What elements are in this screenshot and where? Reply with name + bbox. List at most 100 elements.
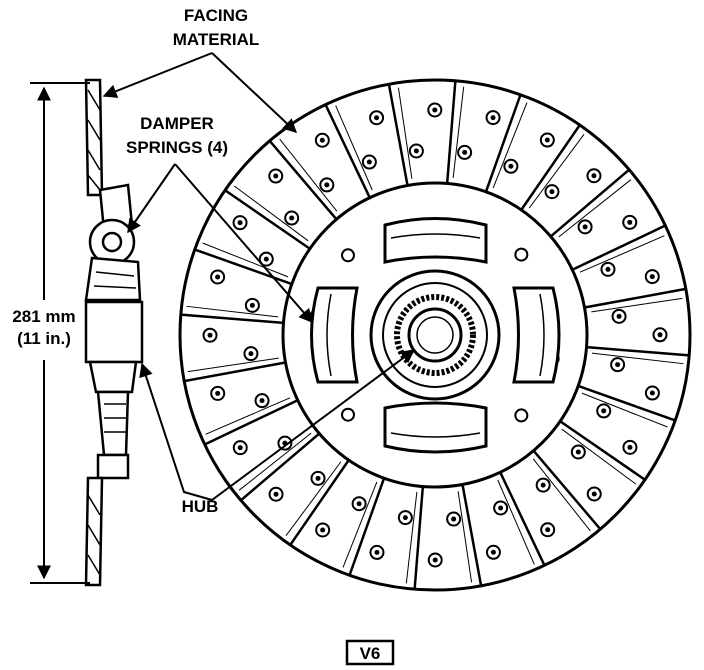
facing-segment-shade — [452, 86, 465, 179]
plate-hole — [514, 247, 529, 262]
facing-segment-divider — [289, 459, 350, 546]
rivet-center — [237, 445, 243, 451]
leader-lines — [102, 52, 416, 501]
side-facing-upper — [84, 78, 104, 197]
rivet-center — [462, 149, 468, 155]
facing-segment-shade — [405, 491, 418, 584]
rivet-center — [582, 224, 588, 230]
facing-segment-divider — [499, 471, 546, 566]
rivet-center — [237, 220, 243, 226]
facing-segment-divider — [532, 449, 602, 530]
facing-segment-divider — [194, 248, 293, 286]
rivet-center — [315, 475, 321, 481]
rivet-center — [615, 362, 621, 368]
facing-segment-divider — [577, 384, 676, 422]
facing-segment-divider — [268, 140, 338, 221]
rivet-center — [549, 189, 555, 195]
rivet-center — [259, 398, 265, 404]
rivet-center — [324, 182, 330, 188]
hub-label: HUB — [182, 497, 219, 516]
side-plate-lower — [96, 390, 130, 457]
rivet-center — [627, 219, 633, 225]
rivet-center — [215, 390, 221, 396]
facing-segment-divider — [413, 486, 425, 590]
rivet-center — [432, 107, 438, 113]
rivet-center — [627, 444, 633, 450]
facing-segment-shade — [497, 479, 535, 565]
facing-segment-shade — [285, 461, 342, 537]
facing-segment-divider — [520, 124, 581, 211]
rivet-center — [320, 527, 326, 533]
rivet-center — [657, 332, 663, 338]
leader-damper-front — [174, 163, 313, 324]
rivet-center — [540, 482, 546, 488]
rivet-center — [215, 274, 221, 280]
facing-segments — [180, 80, 690, 590]
rivet-center — [356, 501, 362, 507]
facing-segment-divider — [549, 168, 630, 238]
facing-segment-shade — [335, 105, 373, 191]
rivet-center — [319, 137, 325, 143]
damper-spring-top — [383, 217, 488, 264]
rivet-center — [413, 148, 419, 154]
clutch-disc-side-view — [84, 78, 144, 587]
damper-spring-bottom — [383, 401, 488, 454]
leader-hub-front — [211, 349, 416, 501]
v6-badge-text: V6 — [360, 644, 381, 663]
facing-segment-shade — [492, 102, 528, 189]
facing-segment-divider — [387, 83, 409, 186]
diameter-mm-label: 281 mm — [12, 307, 75, 326]
facing-segment-shade — [558, 179, 632, 238]
side-hub — [84, 300, 144, 364]
damper-springs-label-line2: SPRINGS (4) — [126, 138, 228, 157]
facing-material-label-line2: MATERIAL — [173, 30, 260, 49]
facing-segment-divider — [559, 420, 646, 481]
facing-segment-shade — [561, 428, 637, 485]
rivet-center — [591, 173, 597, 179]
facing-segment-shade — [279, 138, 338, 212]
facing-segment-divider — [180, 313, 284, 325]
rivet-center — [248, 351, 254, 357]
rivet-center — [402, 515, 408, 521]
rivet-center — [616, 313, 622, 319]
plate-hole — [514, 408, 529, 423]
rivet-center — [601, 408, 607, 414]
rivet-center — [207, 332, 213, 338]
facing-segment-divider — [204, 399, 299, 446]
plate-hole — [340, 407, 355, 422]
facing-segment-shade — [532, 458, 591, 532]
facing-segment-divider — [324, 104, 371, 199]
facing-segment-shade — [528, 133, 585, 209]
facing-segment-divider — [571, 224, 666, 271]
damper-spring-right — [512, 286, 561, 384]
facing-segment-shade — [397, 87, 413, 179]
rivet-center — [544, 137, 550, 143]
facing-segment-shade — [591, 297, 683, 313]
rivet-center — [575, 449, 581, 455]
facing-segment-shade — [238, 432, 312, 491]
rivet-center — [432, 557, 438, 563]
rivet-center — [249, 302, 255, 308]
facing-rivets — [202, 102, 668, 568]
clutch-disc-front-view — [178, 78, 692, 592]
leader-facing-side — [102, 52, 213, 98]
facing-segment-divider — [183, 361, 286, 383]
rivet-center — [490, 549, 496, 555]
facing-material-label-line1: FACING — [184, 6, 248, 25]
facing-segment-shade — [457, 491, 473, 583]
facing-segment-divider — [584, 287, 687, 309]
facing-segment-divider — [445, 80, 457, 184]
rivet-center — [289, 215, 295, 221]
rivet-center — [366, 159, 372, 165]
facing-segment-divider — [461, 484, 483, 587]
facing-segment-shade — [202, 242, 289, 278]
rivet-center — [490, 115, 496, 121]
facing-segment-shade — [186, 305, 279, 318]
facing-segment-divider — [586, 345, 690, 357]
plate-hole — [340, 248, 355, 263]
facing-segment-shade — [579, 235, 665, 273]
rivet-center — [273, 491, 279, 497]
rivet-center — [605, 266, 611, 272]
damper-spring-left — [310, 286, 359, 384]
